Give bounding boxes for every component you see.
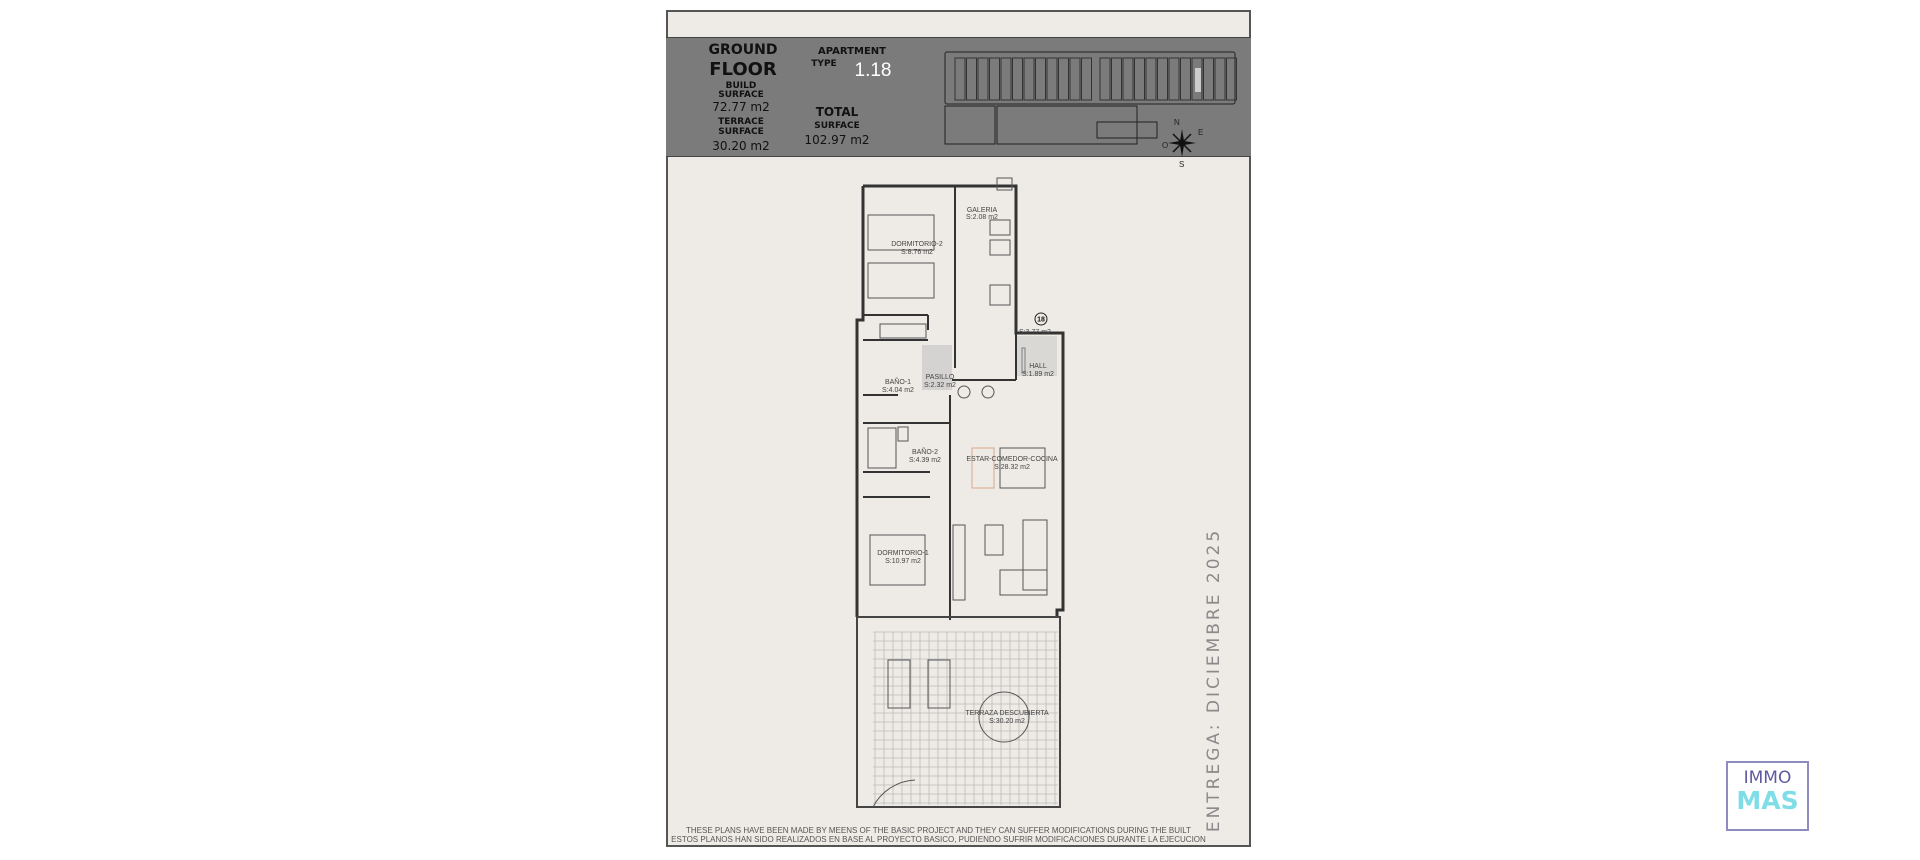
terrace-outline <box>856 616 1061 808</box>
build-surface-label-1: BUILD <box>725 81 757 91</box>
room-area-bano1: S:4.04 m2 <box>882 387 914 394</box>
site-unit <box>1058 57 1069 101</box>
terrace-surface-label-2: SURFACE <box>718 127 764 137</box>
unit-number: 18 <box>1037 317 1045 324</box>
site-unit <box>1111 57 1122 101</box>
site-unit <box>1180 57 1191 101</box>
room-name-pasillo: PASILLO <box>926 374 955 381</box>
total-label-2: SURFACE <box>814 121 860 131</box>
room-name-hall: HALL <box>1029 363 1047 370</box>
site-unit <box>1012 57 1023 101</box>
compass-o: O <box>1162 141 1168 150</box>
site-unit <box>1214 57 1226 101</box>
site-unit <box>966 57 977 101</box>
compass-n: N <box>1174 118 1180 127</box>
total-surface-value: 102.97 m2 <box>804 133 870 147</box>
site-unit <box>1099 57 1111 101</box>
immomas-logo[interactable]: IMMO MAS <box>1726 761 1809 831</box>
floor-title-1: GROUND <box>708 42 778 58</box>
delivery-date: ENTREGA: DICIEMBRE 2025 <box>1204 527 1224 833</box>
room-area-estar: S:28.32 m2 <box>994 464 1030 471</box>
site-unit <box>1035 57 1046 101</box>
logo-line2: MAS <box>1736 786 1799 815</box>
site-unit <box>1081 57 1092 101</box>
room-name-bano2: BAÑO-2 <box>912 447 938 456</box>
site-unit <box>1046 57 1058 101</box>
terrace-surface-value: 30.20 m2 <box>712 139 770 153</box>
site-unit <box>1145 57 1157 101</box>
unit-number-marker <box>1034 312 1048 326</box>
build-surface-label-2: SURFACE <box>718 90 764 100</box>
logo-line1: IMMO <box>1743 768 1792 788</box>
room-area-terraza: S:30.20 m2 <box>989 718 1025 725</box>
terrace-surface-label-1: TERRACE <box>718 117 764 127</box>
disclaimer-es: ESTOS PLANOS HAN SIDO REALIZADOS EN BASE… <box>671 835 1206 844</box>
build-surface-value: 72.77 m2 <box>712 100 770 114</box>
disclaimer-en: THESE PLANS HAVE BEEN MADE BY MEENS OF T… <box>686 826 1191 835</box>
site-unit <box>1122 57 1134 101</box>
compass-s: S <box>1179 160 1184 169</box>
site-unit <box>1226 57 1237 101</box>
site-unit <box>1069 57 1081 101</box>
room-name-galeria: GALERIA <box>967 207 998 214</box>
total-label-1: TOTAL <box>815 105 859 119</box>
site-unit <box>1023 57 1035 101</box>
room-area-galeria: S:2.08 m2 <box>966 214 998 221</box>
room-name-terraza: TERRAZA DESCUBIERTA <box>965 710 1049 717</box>
interior-walls <box>863 186 1017 620</box>
header-band <box>666 37 1251 157</box>
room-area-pasillo: S:2.32 m2 <box>924 382 956 389</box>
compass-e: E <box>1198 128 1203 137</box>
disclaimer: THESE PLANS HAVE BEEN MADE BY MEENS OF T… <box>666 826 1211 844</box>
site-unit <box>1157 57 1168 101</box>
site-unit <box>1203 57 1214 101</box>
site-unit <box>1000 57 1012 101</box>
apartment-label: APARTMENT <box>818 46 886 57</box>
highlight-chair <box>971 447 995 489</box>
room-name-bano1: BAÑO-1 <box>885 377 911 386</box>
site-unit <box>989 57 1000 101</box>
floor-title-2: FLOOR <box>709 59 777 80</box>
room-name-dormitorio1: DORMITORIO-1 <box>877 550 929 557</box>
room-name-estar: ESTAR-COMEDOR-COCINA <box>966 456 1058 463</box>
unit-area: S:3.77 m2 <box>1019 329 1051 336</box>
room-area-dormitorio2: S:8.76 m2 <box>901 249 933 256</box>
room-name-dormitorio2: DORMITORIO-2 <box>891 241 943 248</box>
type-label: TYPE <box>811 59 837 69</box>
apartment-type-value: 1.18 <box>854 60 892 81</box>
room-area-bano2: S:4.39 m2 <box>909 457 941 464</box>
site-unit <box>954 57 966 101</box>
site-unit <box>1134 57 1145 101</box>
compass-icon: N E S O <box>1162 118 1203 169</box>
site-unit <box>1168 57 1180 101</box>
site-unit <box>977 57 989 101</box>
room-area-hall: S:1.89 m2 <box>1022 371 1054 378</box>
site-unit <box>1191 57 1203 101</box>
room-area-dormitorio1: S:10.97 m2 <box>885 558 921 565</box>
outer-wall <box>855 184 1065 617</box>
